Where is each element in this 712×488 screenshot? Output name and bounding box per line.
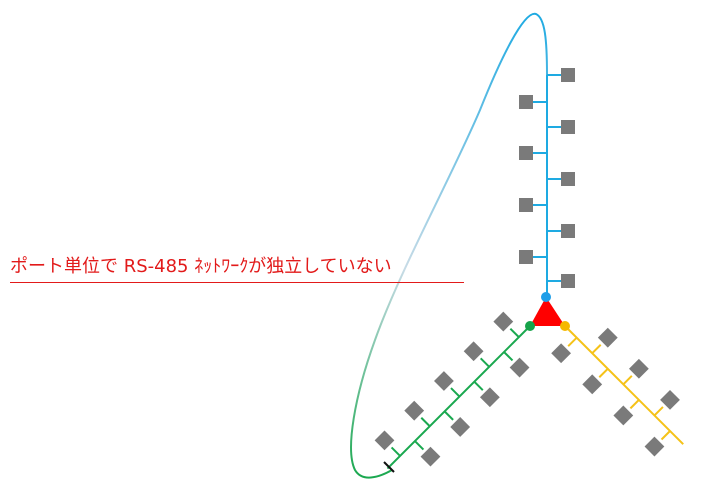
device-node [561, 68, 575, 82]
device-node [644, 436, 665, 457]
device-node [509, 357, 530, 378]
green-branch-stub [503, 351, 514, 362]
device-node [561, 224, 575, 238]
network-warning-caption: ポート単位で RS-485 ﾈｯﾄﾜｰｸが独立していない [10, 255, 464, 283]
yellow-branch-stub [591, 344, 602, 354]
green-branch-stub [420, 417, 431, 427]
device-node [519, 95, 533, 109]
blue-port-dot [541, 292, 551, 302]
device-node [493, 311, 514, 332]
device-node [628, 358, 649, 379]
device-node [551, 343, 572, 364]
device-node [519, 250, 533, 264]
yellow-branch-stub [622, 375, 633, 386]
green-branch-terminator [383, 461, 395, 473]
green-branch-stub [390, 446, 401, 457]
green-port-dot [525, 321, 535, 331]
yellow-branch-stub [567, 336, 578, 347]
yellow-branch-stub [629, 399, 640, 410]
device-node [660, 389, 680, 410]
device-node [434, 371, 454, 391]
device-node [561, 274, 575, 288]
green-branch-stub [414, 440, 425, 451]
device-node [450, 417, 471, 437]
device-node [463, 341, 484, 362]
green-branch-stub [450, 387, 461, 398]
device-node [404, 400, 425, 421]
device-node [597, 327, 618, 348]
yellow-port-dot [560, 321, 570, 331]
hub-triangle [530, 297, 565, 326]
green-branch-stub [509, 327, 520, 338]
device-node [374, 430, 395, 451]
device-node [561, 120, 575, 134]
device-node [519, 146, 533, 160]
device-node [479, 387, 500, 408]
device-node [561, 172, 575, 186]
yellow-branch-stub [660, 430, 671, 441]
network-loop-line [350, 12, 548, 479]
device-node [582, 374, 603, 395]
green-branch-stub [473, 380, 484, 391]
device-node [613, 405, 634, 426]
yellow-branch-stub [598, 368, 609, 378]
green-branch-stub [479, 357, 490, 368]
blue-branch [519, 68, 575, 295]
green-branch-stub [443, 410, 454, 421]
device-node [519, 198, 533, 212]
yellow-bus-line [564, 325, 684, 445]
green-branch [374, 311, 531, 470]
green-bus-line [386, 325, 531, 470]
device-node [420, 446, 441, 467]
yellow-branch-stub [653, 406, 664, 417]
yellow-branch [551, 325, 684, 457]
